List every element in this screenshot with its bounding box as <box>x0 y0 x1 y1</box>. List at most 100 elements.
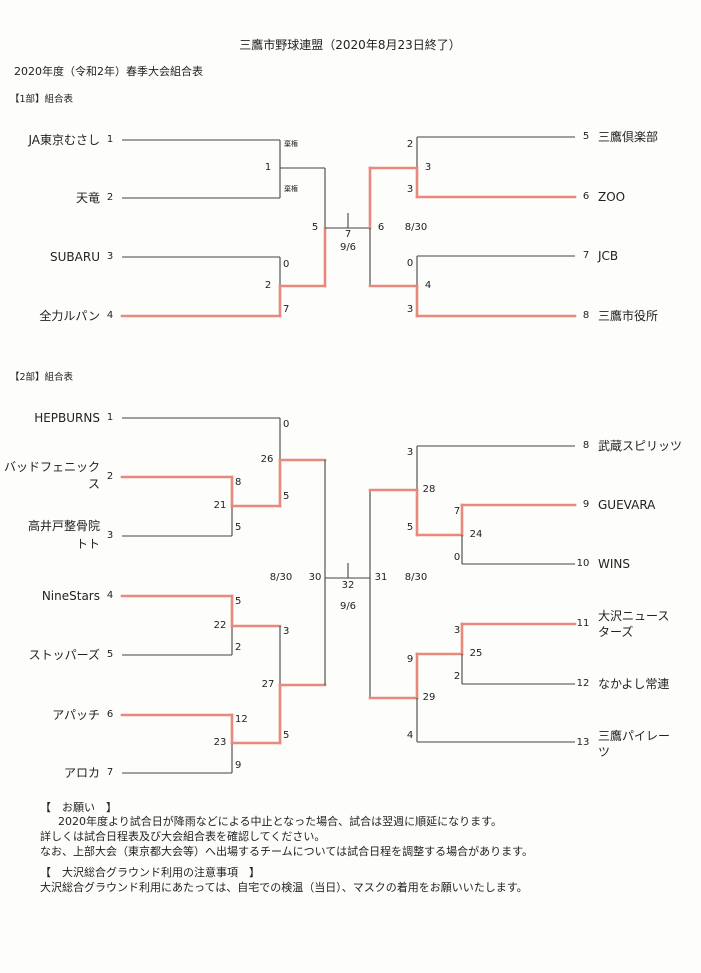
division1-bracket <box>120 136 577 318</box>
match-number: 24 <box>469 529 483 540</box>
team-number: 8 <box>582 310 590 321</box>
match-number: 31 <box>374 572 388 583</box>
team-number: 8 <box>582 440 590 451</box>
team-name: NineStars <box>41 589 100 603</box>
team-name: 三鷹倶楽部 <box>598 130 659 144</box>
match-score: 0 <box>283 419 290 430</box>
match-score: 7 <box>283 304 290 315</box>
final-match-date: 9/6 <box>339 601 357 612</box>
team-number: 1 <box>106 412 114 423</box>
match-number: 5 <box>311 222 319 233</box>
team-name: JCB <box>598 249 619 263</box>
match-score: 0 <box>406 258 414 269</box>
match-score: 5 <box>283 491 290 502</box>
match-score: 5 <box>406 522 414 533</box>
team-name: ス <box>87 477 100 491</box>
team-name: SUBARU <box>50 250 100 264</box>
match-score: 5 <box>283 730 290 741</box>
match-number: 29 <box>422 692 436 703</box>
team-number: 3 <box>106 530 114 541</box>
match-number: 21 <box>213 500 227 511</box>
team-name: ターズ <box>598 625 634 639</box>
match-date: 8/30 <box>404 572 428 583</box>
team-number: 2 <box>106 471 114 482</box>
match-number: 28 <box>422 484 436 495</box>
team-name: バッドフェニック <box>3 460 100 474</box>
team-number: 13 <box>576 737 590 748</box>
match-score: 9 <box>235 760 242 771</box>
page-title: 三鷹市野球連盟（2020年8月23日終了） <box>239 38 461 52</box>
match-score: 3 <box>283 626 290 637</box>
page-subtitle: 2020年度（令和2年）春季大会組合表 <box>14 65 203 78</box>
team-name: 三鷹市役所 <box>598 309 659 323</box>
team-number: 7 <box>106 767 114 778</box>
match-score: 3 <box>406 304 414 315</box>
team-number: 3 <box>106 251 114 262</box>
ground-notice-line: 大沢総合グラウンド利用にあたっては、自宅での検温（当日）、マスクの着用をお願いい… <box>40 881 528 894</box>
team-number: 4 <box>106 590 114 601</box>
team-number: 5 <box>106 649 114 660</box>
match-score: 2 <box>235 642 242 653</box>
match-score: 9 <box>406 654 414 665</box>
match-score: 12 <box>235 714 248 725</box>
team-name: ZOO <box>598 190 626 204</box>
team-name: GUEVARA <box>598 498 656 512</box>
forfeit-label: 棄権 <box>284 140 298 148</box>
match-score: 3 <box>406 184 414 195</box>
match-number: 30 <box>308 572 322 583</box>
match-number: 3 <box>424 162 432 173</box>
division2-bracket <box>120 417 577 774</box>
match-score: 5 <box>235 522 242 533</box>
match-date: 8/30 <box>404 222 428 233</box>
division1-heading: 【1部】組合表 <box>10 94 74 105</box>
request-line: 2020年度より試合日が降雨などによる中止となった場合、試合は翌週に順延になりま… <box>58 815 503 828</box>
final-match-number: 32 <box>341 580 355 591</box>
team-number: 9 <box>582 499 590 510</box>
match-score: 0 <box>283 259 290 270</box>
team-name: 大沢ニュース <box>598 609 670 623</box>
final-match-number: 7 <box>344 229 352 240</box>
match-score: 3 <box>453 625 461 636</box>
team-name: ツ <box>598 745 611 759</box>
team-name: WINS <box>598 557 630 571</box>
match-score: 4 <box>406 730 414 741</box>
team-name: 三鷹パイレー <box>598 729 671 743</box>
team-number: 10 <box>576 558 590 569</box>
match-number: 25 <box>469 648 483 659</box>
team-name: トト <box>75 537 100 551</box>
team-name: ストッパーズ <box>28 648 100 662</box>
match-score: 2 <box>453 671 461 682</box>
division2-heading: 【2部】組合表 <box>10 372 74 383</box>
team-name: 全力ルパン <box>39 309 100 323</box>
match-number: 27 <box>261 679 275 690</box>
team-number: 7 <box>582 250 590 261</box>
team-name: HEPBURNS <box>34 411 100 425</box>
match-number: 26 <box>260 454 274 465</box>
match-date: 8/30 <box>269 572 293 583</box>
final-match-date: 9/6 <box>339 242 357 253</box>
team-name: アパッチ <box>52 708 100 722</box>
team-number: 5 <box>582 131 590 142</box>
match-score: 8 <box>235 477 242 488</box>
team-number: 6 <box>582 191 590 202</box>
team-number: 4 <box>106 310 114 321</box>
team-number: 11 <box>576 618 590 629</box>
match-score: 5 <box>235 596 242 607</box>
team-name: なかよし常連 <box>598 677 670 691</box>
team-number: 1 <box>106 134 114 145</box>
team-name: 天竜 <box>75 191 100 205</box>
forfeit-label: 棄権 <box>284 185 298 193</box>
match-number: 6 <box>377 222 385 233</box>
team-name: JA東京むさし <box>28 133 100 147</box>
team-number: 2 <box>106 192 114 203</box>
ground-notice-heading: 【 大沢総合グラウンド利用の注意事項 】 <box>40 866 260 879</box>
request-heading: 【 お願い 】 <box>40 801 117 814</box>
team-name: アロカ <box>63 766 100 780</box>
match-score: 7 <box>453 506 461 517</box>
match-number: 4 <box>424 280 432 291</box>
match-number: 1 <box>264 162 272 173</box>
match-score: 3 <box>406 447 414 458</box>
request-line: 詳しくは試合日程表及び大会組合表を確認してください。 <box>40 830 326 843</box>
match-number: 22 <box>213 620 227 631</box>
